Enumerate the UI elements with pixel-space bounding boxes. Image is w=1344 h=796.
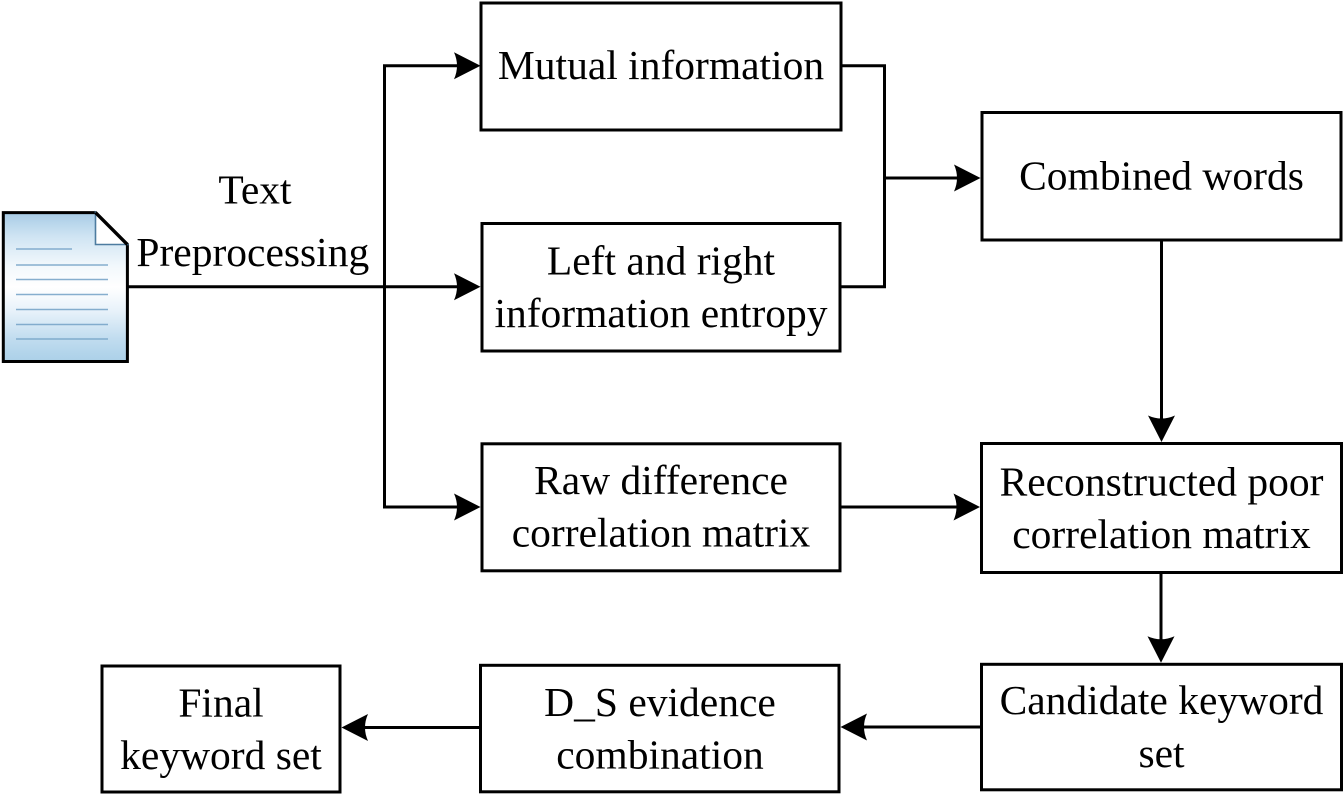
svg-text:D_S evidence: D_S evidence — [544, 679, 776, 725]
svg-text:Raw difference: Raw difference — [534, 457, 788, 503]
svg-text:Combined words: Combined words — [1019, 153, 1304, 199]
svg-text:correlation matrix: correlation matrix — [512, 510, 811, 556]
svg-text:Candidate keyword: Candidate keyword — [1000, 677, 1324, 723]
svg-text:combination: combination — [556, 731, 764, 777]
svg-text:set: set — [1138, 730, 1185, 776]
svg-text:Left and right: Left and right — [547, 238, 776, 284]
svg-text:Final: Final — [178, 679, 263, 725]
svg-text:Preprocessing: Preprocessing — [136, 229, 369, 275]
svg-text:Mutual information: Mutual information — [498, 42, 824, 88]
svg-text:information entropy: information entropy — [494, 290, 827, 336]
svg-text:Reconstructed poor: Reconstructed poor — [1000, 458, 1324, 504]
svg-text:Text: Text — [218, 167, 292, 213]
svg-text:keyword set: keyword set — [120, 732, 322, 778]
svg-text:correlation matrix: correlation matrix — [1012, 511, 1311, 557]
